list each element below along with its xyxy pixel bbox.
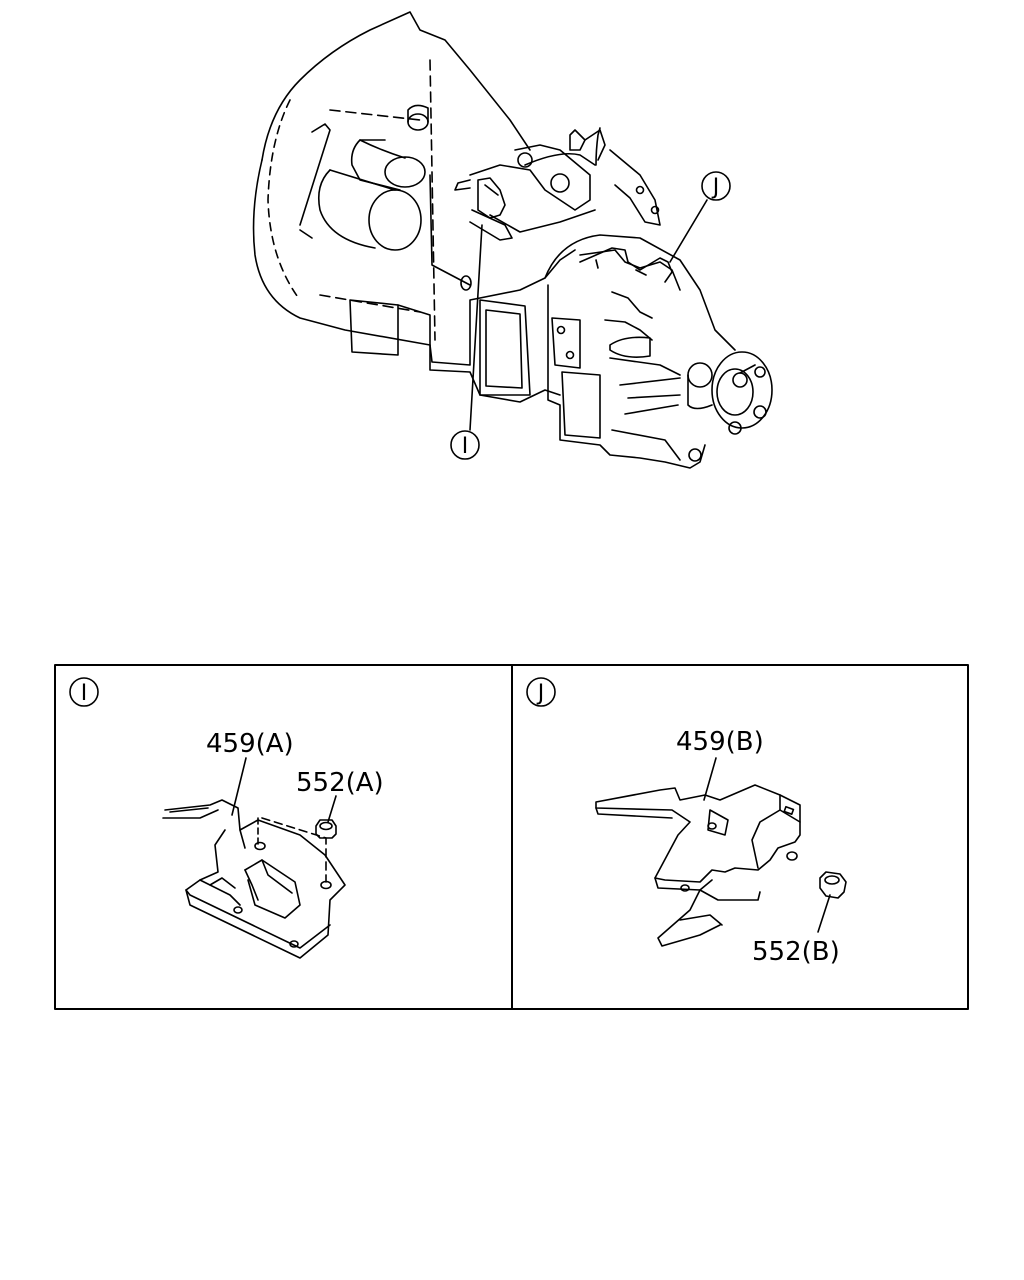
panel-j-marker-label: J: [536, 681, 545, 706]
panel-i-marker: I: [69, 677, 99, 707]
nut-552b-illustration: [819, 871, 847, 899]
part-label-459a: 459(A): [206, 729, 294, 759]
callout-j: J: [701, 171, 731, 201]
callout-i: I: [450, 430, 480, 460]
detail-panel-i: I 459(A) 5: [69, 677, 384, 959]
panel-i-marker-label: I: [81, 681, 88, 706]
part-label-552b: 552(B): [752, 937, 840, 967]
panel-j-marker: J: [526, 677, 556, 707]
callout-j-label: J: [711, 175, 720, 200]
bracket-459a-illustration: [162, 799, 346, 959]
transmission-assembly-illustration: [252, 11, 773, 469]
part-label-552a: 552(A): [296, 768, 384, 798]
callout-i-label: I: [462, 434, 469, 459]
bracket-459b-illustration: [595, 784, 801, 947]
part-label-459b: 459(B): [676, 727, 764, 757]
detail-panel-j: J 459(B) 552(B): [526, 677, 847, 967]
